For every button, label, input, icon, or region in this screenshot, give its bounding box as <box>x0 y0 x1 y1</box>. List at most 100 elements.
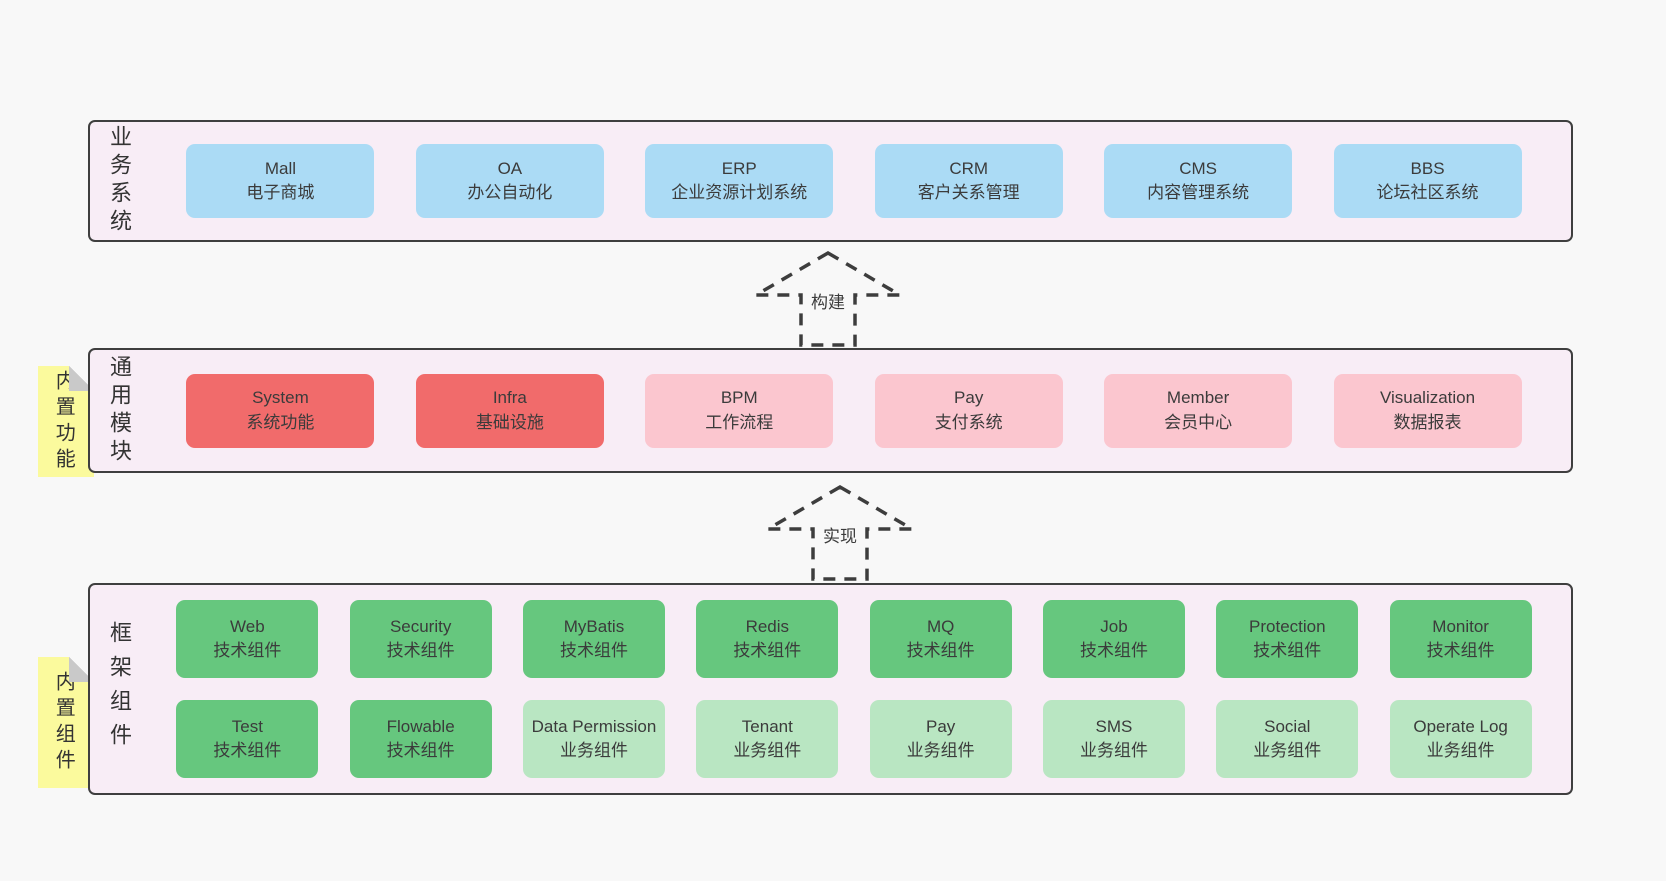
module-name: ERP <box>721 158 757 178</box>
module-name: Visualization <box>1379 388 1476 408</box>
module-box-bbs: BBS 论坛社区系统 <box>1333 144 1522 218</box>
module-name: Protection <box>1249 616 1326 636</box>
module-name: Pay <box>954 388 984 408</box>
module-name: MQ <box>926 616 955 636</box>
module-description: 工作流程 <box>705 412 774 432</box>
module-description: 业务组件 <box>559 741 628 760</box>
module-description: 技术组件 <box>213 741 282 760</box>
module-box-redis: Redis 技术组件 <box>696 600 839 678</box>
module-box-mq: MQ 技术组件 <box>869 600 1012 678</box>
band-label-common-modules: 通用模块 <box>107 354 132 467</box>
module-name: System <box>252 388 309 408</box>
module-box-operate-log: Operate Log 业务组件 <box>1389 700 1532 778</box>
module-name: Social <box>1264 716 1311 736</box>
module-description: 技术组件 <box>1079 641 1148 660</box>
module-description: 会员中心 <box>1164 412 1233 432</box>
module-box-system: System 系统功能 <box>186 373 375 448</box>
sticky-note-label: 内置组件 <box>52 670 75 775</box>
module-box-infra: Infra 基础设施 <box>415 373 604 448</box>
module-box-test: Test 技术组件 <box>176 700 319 778</box>
module-name: Monitor <box>1432 616 1489 636</box>
module-description: 业务组件 <box>1426 741 1495 760</box>
module-description: 系统功能 <box>246 412 315 432</box>
module-name: Flowable <box>386 716 455 736</box>
module-box-social: Social 业务组件 <box>1216 700 1359 778</box>
module-box-data-permission: Data Permission 业务组件 <box>522 700 665 778</box>
implement-arrow: 实现 <box>765 484 915 582</box>
module-box-mybatis: MyBatis 技术组件 <box>522 600 665 678</box>
module-name: MyBatis <box>563 616 625 636</box>
module-description: 数据报表 <box>1393 412 1462 432</box>
module-name: Web <box>230 616 265 636</box>
sticky-note-built-in-components: 内置组件 <box>38 657 94 788</box>
band-label-business-systems: 业务系统 <box>107 125 132 237</box>
module-box-visualization: Visualization 数据报表 <box>1333 373 1522 448</box>
implement-arrow-label: 实现 <box>818 520 862 549</box>
module-description: 业务组件 <box>1079 741 1148 760</box>
sticky-note-label: 内置功能 <box>52 369 75 474</box>
module-name: Operate Log <box>1413 716 1508 736</box>
module-description: 技术组件 <box>386 641 455 660</box>
module-description: 电子商城 <box>246 183 315 202</box>
module-description: 技术组件 <box>559 641 628 660</box>
module-name: Tenant <box>741 716 793 736</box>
module-box-pay: Pay 业务组件 <box>869 700 1012 778</box>
module-description: 技术组件 <box>213 641 282 660</box>
module-name: Test <box>231 716 263 736</box>
module-name: SMS <box>1095 716 1133 736</box>
module-box-cms: CMS 内容管理系统 <box>1104 144 1293 218</box>
module-box-mall: Mall 电子商城 <box>186 144 375 218</box>
module-description: 基础设施 <box>475 412 544 432</box>
module-name: Job <box>1100 616 1128 636</box>
module-box-member: Member 会员中心 <box>1104 373 1293 448</box>
module-name: BPM <box>720 388 758 408</box>
module-name: OA <box>497 158 523 178</box>
module-box-protection: Protection 技术组件 <box>1216 600 1359 678</box>
module-box-sms: SMS 业务组件 <box>1042 700 1185 778</box>
band-label-framework-components: 框架组件 <box>107 621 132 757</box>
build-arrow: 构建 <box>753 250 903 348</box>
module-name: Pay <box>925 716 956 736</box>
module-description: 论坛社区系统 <box>1376 183 1479 202</box>
module-name: Mall <box>264 158 296 178</box>
module-name: Redis <box>745 616 790 636</box>
module-description: 业务组件 <box>1253 741 1322 760</box>
module-name: CMS <box>1179 158 1217 178</box>
module-box-erp: ERP 企业资源计划系统 <box>645 144 834 218</box>
module-description: 技术组件 <box>906 641 975 660</box>
module-box-web: Web 技术组件 <box>176 600 319 678</box>
module-box-job: Job 技术组件 <box>1042 600 1185 678</box>
module-name: Infra <box>492 388 527 408</box>
module-name: Security <box>389 616 452 636</box>
module-name: Data Permission <box>531 716 657 736</box>
sticky-note-built-in-features: 内置功能 <box>38 366 94 477</box>
module-name: Member <box>1166 388 1230 408</box>
module-box-bpm: BPM 工作流程 <box>645 373 834 448</box>
build-arrow-label: 构建 <box>806 286 850 315</box>
module-description: 业务组件 <box>906 741 975 760</box>
module-description: 内容管理系统 <box>1147 183 1250 202</box>
module-description: 技术组件 <box>1426 641 1495 660</box>
module-name: BBS <box>1410 158 1445 178</box>
module-box-monitor: Monitor 技术组件 <box>1389 600 1532 678</box>
module-description: 办公自动化 <box>467 183 553 202</box>
module-description: 技术组件 <box>733 641 802 660</box>
module-description: 企业资源计划系统 <box>671 183 808 202</box>
module-description: 客户关系管理 <box>917 183 1020 202</box>
module-box-oa: OA 办公自动化 <box>415 144 604 218</box>
module-description: 技术组件 <box>1253 641 1322 660</box>
up-arrow-icon <box>753 250 903 347</box>
up-arrow-icon <box>765 484 915 581</box>
module-box-security: Security 技术组件 <box>349 600 492 678</box>
